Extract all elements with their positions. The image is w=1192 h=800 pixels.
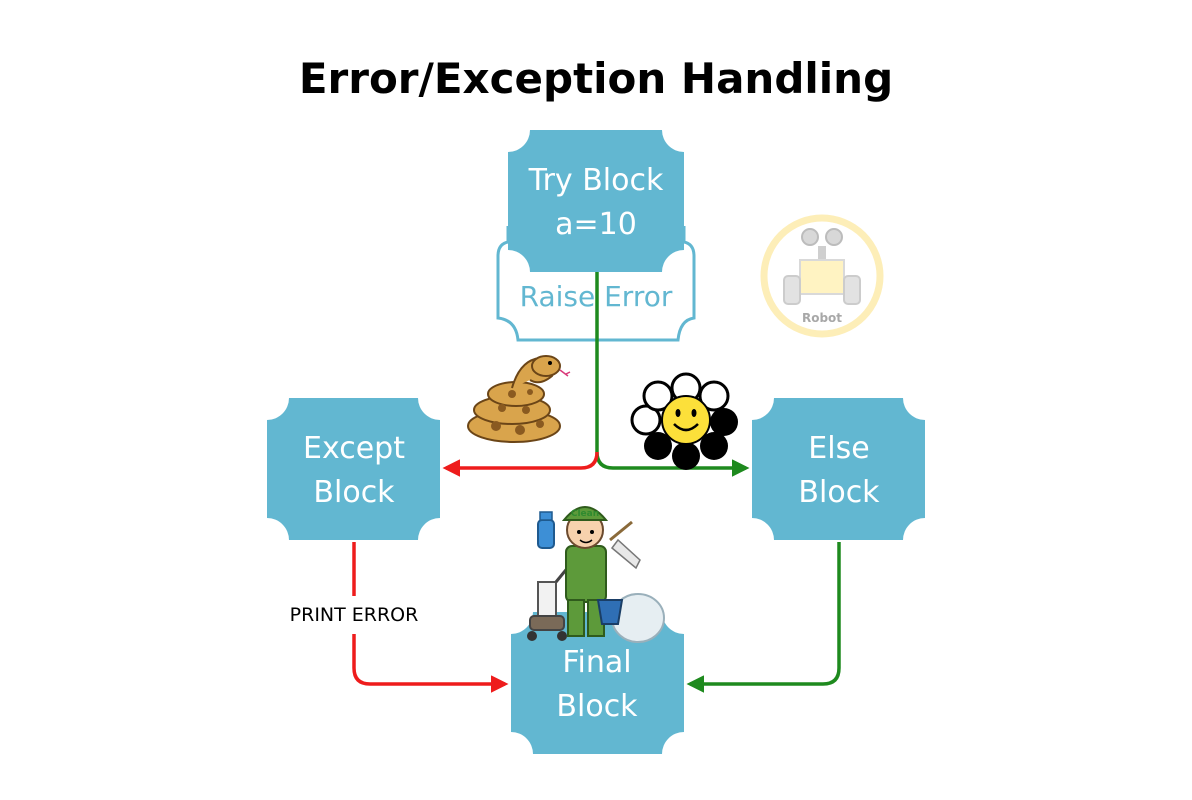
- final-block-line1: Final: [562, 645, 631, 680]
- snake-icon: [467, 355, 571, 443]
- cleaning-worker-icon: Clean: [527, 506, 665, 643]
- cleaner-cap-label: Clean: [571, 509, 599, 519]
- success-arrow-to-final: [686, 542, 841, 693]
- error-arrow-to-final-lower: [352, 634, 509, 693]
- except-block-line2: Block: [313, 475, 395, 510]
- smiling-flower-icon: [630, 372, 738, 470]
- try-block: Try Block a=10: [508, 130, 684, 272]
- else-block-line1: Else: [808, 431, 869, 466]
- final-block-line2: Block: [556, 689, 638, 724]
- final-block: Final Block: [511, 612, 684, 754]
- robot-logo-icon: Robot: [760, 214, 884, 338]
- try-block-title: Try Block: [528, 163, 664, 198]
- except-block-line1: Except: [303, 431, 405, 466]
- else-block: Else Block: [752, 398, 925, 540]
- try-block-code: a=10: [555, 207, 637, 242]
- print-error-label: PRINT ERROR: [290, 604, 419, 626]
- robot-logo-label: Robot: [802, 311, 842, 325]
- else-block-line2: Block: [798, 475, 880, 510]
- except-block: Except Block: [267, 398, 440, 540]
- error-arrow-to-except: [442, 451, 599, 477]
- diagram-title: Error/Exception Handling: [298, 54, 894, 103]
